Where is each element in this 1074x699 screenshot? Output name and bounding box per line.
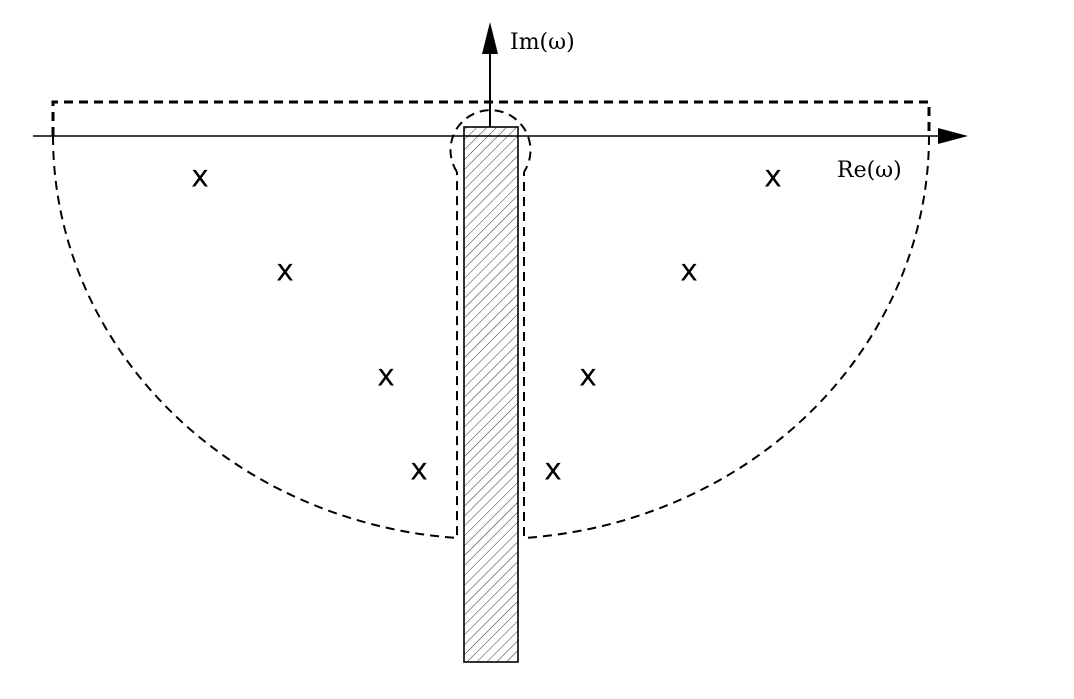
integration-contour [51, 100, 931, 540]
imag-axis-arrow-icon [482, 22, 498, 54]
poles: x x x x x x x x [191, 160, 782, 488]
pole-marker: x [579, 359, 597, 394]
pole-marker: x [680, 254, 698, 289]
pole-marker: x [410, 453, 428, 488]
real-axis-label: Re(ω) [837, 158, 902, 183]
branch-cut [463, 126, 519, 663]
pole-marker: x [764, 160, 782, 195]
pole-marker: x [377, 359, 395, 394]
real-axis-arrow-icon [938, 128, 968, 144]
pole-marker: x [544, 453, 562, 488]
pole-marker: x [276, 254, 294, 289]
imag-axis-label: Im(ω) [510, 30, 575, 55]
pole-marker: x [191, 160, 209, 195]
